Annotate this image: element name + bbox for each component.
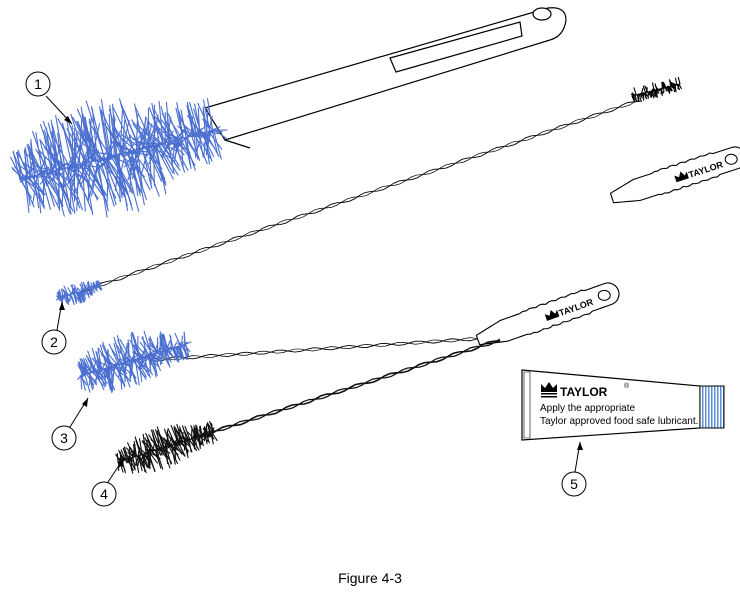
callout-1-label: 1 — [34, 76, 42, 92]
brush-3-bristles — [77, 330, 192, 394]
tube-logo-crown-icon — [541, 382, 557, 398]
callout-1: 1 — [25, 71, 73, 125]
brush-4-wire — [199, 338, 501, 437]
callout-2: 2 — [41, 301, 67, 355]
callout-3: 3 — [51, 397, 89, 451]
brush-1 — [10, 7, 567, 218]
callout-5: 5 — [561, 441, 587, 497]
brush-3-handle: TAYLOR — [475, 282, 620, 346]
brush-2-wire — [79, 98, 641, 293]
brush-2-bristles — [56, 280, 103, 306]
brush-4 — [115, 338, 501, 474]
callout-2-label: 2 — [50, 334, 58, 350]
lubricant-tube: TAYLOR ® Apply the appropriate Taylor ap… — [521, 369, 725, 441]
brush-2-handle: TAYLOR — [609, 146, 740, 204]
brush-2-tip-bristles — [630, 76, 682, 103]
taylor-logo-icon — [544, 309, 560, 321]
brush-2: TAYLOR — [56, 76, 740, 306]
brush-4-bristles — [115, 421, 218, 474]
callout-3-label: 3 — [60, 430, 68, 446]
brush-3: TAYLOR — [77, 282, 620, 394]
brush-3-wire — [149, 336, 489, 362]
callout-4: 4 — [91, 457, 125, 507]
callout-4-label: 4 — [100, 486, 108, 502]
brush-1-handle — [204, 7, 567, 149]
tube-text-line-1: Apply the appropriate — [540, 403, 636, 414]
brush-1-bristles — [10, 98, 229, 218]
tube-text-line-2: Taylor approved food safe lubricant. — [540, 416, 698, 427]
figure-caption: Figure 4-3 — [338, 570, 402, 586]
taylor-logo-icon — [674, 171, 689, 183]
tube-cap — [699, 385, 725, 429]
tube-brand: TAYLOR — [560, 385, 608, 399]
callout-5-label: 5 — [570, 476, 578, 492]
tube-registered-mark: ® — [624, 382, 630, 390]
